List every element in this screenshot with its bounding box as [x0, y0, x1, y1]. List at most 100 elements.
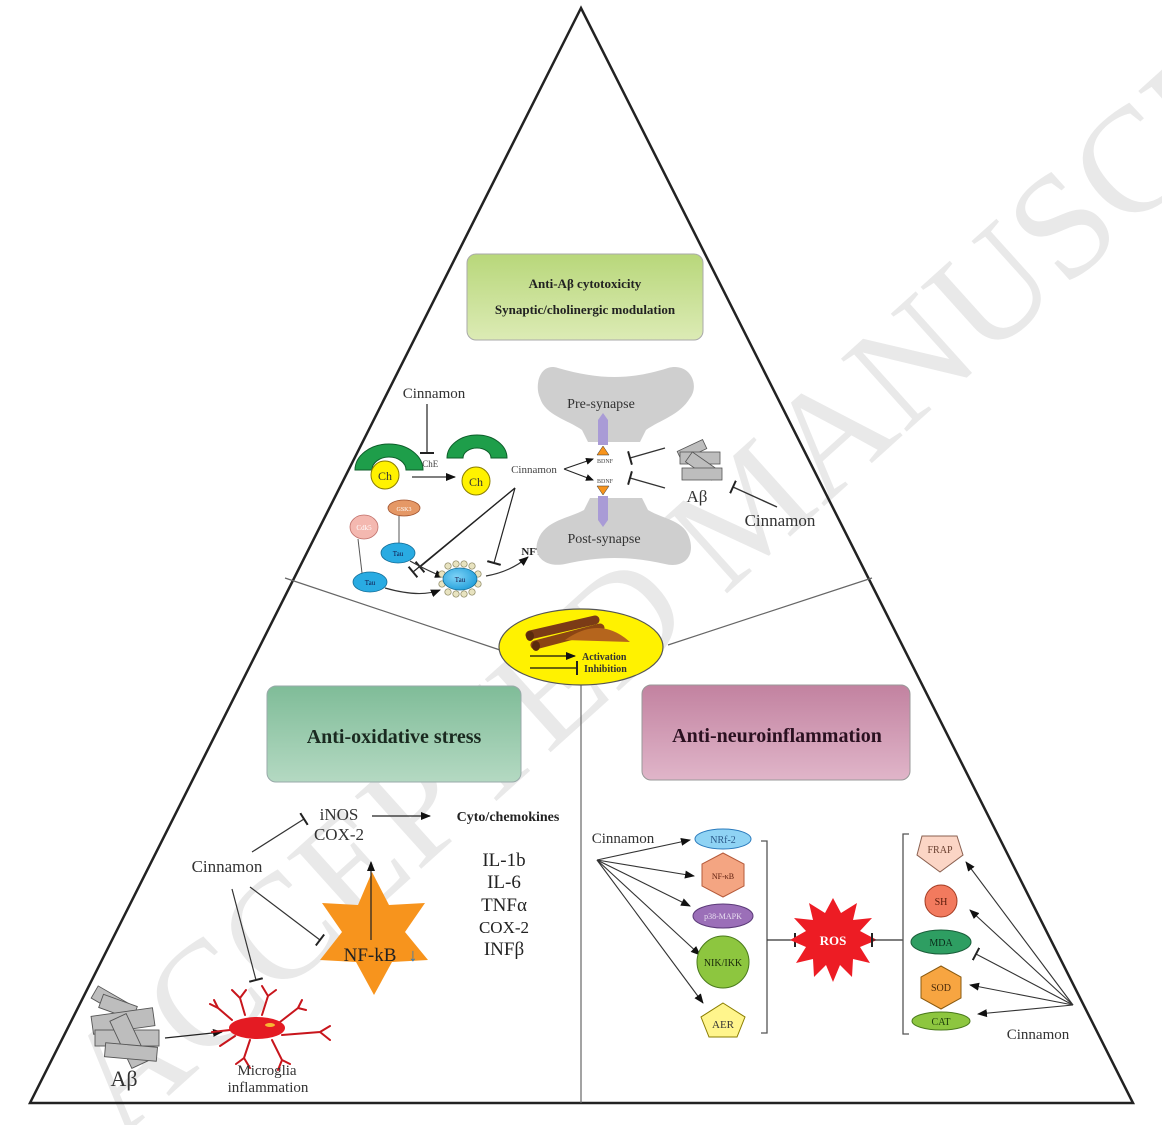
- bdnf-triangle-up: [596, 445, 610, 456]
- center-legend: Activation Inhibition: [498, 608, 664, 686]
- cinnamon-abeta-label: Cinnamon: [745, 511, 816, 530]
- marker-sod: [920, 965, 962, 1010]
- phosphorylated-tau: [438, 560, 482, 598]
- cinnamon-abeta-inhibit: [729, 480, 778, 508]
- cytokine-item: IL-1b: [482, 850, 525, 871]
- cinnamon-left-label: Cinnamon: [192, 857, 263, 876]
- center-ellipse: [498, 608, 664, 686]
- choline-bound: [370, 460, 400, 490]
- watermark-text: ACCEPTED MANUSCRIPT: [31, 0, 1162, 1125]
- right-section: Anti-neuroinflammation Cinnamon NRf-2 NF…: [592, 684, 1074, 1043]
- target-label: NRf-2: [710, 835, 736, 846]
- divider-left: [284, 577, 501, 651]
- cinnamon-center-label: Cinnamon: [511, 464, 557, 476]
- cdk5-tau-link: [357, 538, 363, 574]
- cinnamon-marker-arrows: [965, 861, 1074, 1018]
- nfkb-star: [320, 872, 428, 995]
- cinnamon-nft-inhibit: [486, 487, 516, 566]
- marker-label: SOD: [931, 983, 951, 994]
- marker-mda: [910, 929, 972, 955]
- ache-enzyme-free: [446, 434, 508, 459]
- cytokine-list: IL-1b IL-6 TNFα COX-2 INFβ: [479, 850, 529, 960]
- post-synapse-label: Post-synapse: [567, 532, 640, 547]
- legend-inhibition-label: Inhibition: [584, 664, 627, 675]
- cinnamon-target-arrows: [596, 837, 704, 1004]
- nfkb-down-arrow-icon: ↓: [409, 945, 418, 965]
- bdnf-label-2: BDNF: [597, 479, 614, 485]
- bdnf-bar-bottom: [598, 496, 608, 527]
- abeta-label-bottom: Aβ: [110, 1066, 137, 1091]
- cinnamon-microglia-inhibit: [231, 888, 264, 983]
- pre-synapse-shape: [537, 367, 694, 442]
- cdk5-node: [349, 514, 379, 540]
- right-title: Anti-neuroinflammation: [672, 725, 882, 747]
- ptau-label: Tau: [455, 576, 466, 584]
- cinnamon-bdnf-arrow-2: [563, 468, 594, 481]
- cinnamon-ache-label: Cinnamon: [403, 386, 466, 402]
- left-title-box: [266, 685, 522, 783]
- marker-label: FRAP: [927, 845, 952, 856]
- ache-label: AChE: [416, 459, 439, 469]
- marker-cat: [911, 1011, 971, 1031]
- marker-label: MDA: [929, 938, 953, 949]
- target-label: AER: [712, 1019, 735, 1031]
- target-bracket: [761, 840, 768, 1034]
- gsk3-label: GSK3: [396, 507, 411, 513]
- cox2-label: COX-2: [314, 825, 364, 844]
- microglia-label-1: Microglia: [237, 1063, 296, 1079]
- ros-label: ROS: [820, 933, 847, 948]
- cytokine-item: COX-2: [479, 918, 529, 937]
- microglia-label-2: inflammation: [228, 1080, 309, 1096]
- left-section: Anti-oxidative stress iNOS COX-2 Cyto/ch…: [90, 685, 560, 1096]
- choline-free: [461, 466, 491, 496]
- microglia-icon: [209, 985, 331, 1071]
- bdnf-triangle-down: [596, 485, 610, 496]
- marker-label: CAT: [932, 1017, 951, 1028]
- top-title-line2: Synaptic/cholinergic modulation: [495, 302, 676, 317]
- abeta-bdnf-inhibit-2: [627, 470, 666, 489]
- cinnamon-inos-inhibit: [251, 812, 309, 853]
- cinnamon-tau-inhibit-2: [407, 487, 516, 579]
- choline-label-2: Ch: [469, 475, 483, 489]
- marker-label: SH: [935, 897, 948, 908]
- cinnamon-bdnf-arrow-1: [563, 457, 594, 470]
- bdnf-label-1: BDNF: [597, 459, 614, 465]
- post-synapse-shape: [536, 498, 691, 565]
- target-nrf2: [694, 828, 752, 850]
- divider-right: [667, 577, 873, 646]
- left-title: Anti-oxidative stress: [307, 726, 482, 748]
- cytokine-item: TNFα: [481, 895, 527, 916]
- nfkb-label: NF-kB: [344, 945, 397, 966]
- marker-sh: [924, 884, 958, 918]
- tau2-phospho-arrow: [384, 587, 441, 598]
- gsk3-node: [387, 499, 421, 517]
- target-label: p38-MAPK: [704, 912, 742, 921]
- inos-label: iNOS: [320, 805, 359, 824]
- ache-enzyme-bound: [354, 443, 424, 471]
- top-section: Anti-Aβ cytotoxicity Synaptic/cholinergi…: [349, 253, 816, 598]
- cinnamon-sticks-icon: [525, 615, 630, 651]
- abeta-label-top: Aβ: [687, 487, 708, 506]
- abeta-bdnf-inhibit-1: [627, 447, 666, 466]
- tau-label-2: Tau: [365, 579, 376, 587]
- cinnamon-right-left-label: Cinnamon: [592, 831, 655, 847]
- marker-bracket: [902, 833, 909, 1035]
- target-nik: [696, 935, 750, 989]
- microglia-body: [229, 1017, 285, 1039]
- tau-node-1: [380, 542, 416, 564]
- tau-node-2: [352, 571, 388, 593]
- pre-synapse-label: Pre-synapse: [567, 397, 635, 412]
- legend-activation-label: Activation: [582, 652, 627, 663]
- watermark: ACCEPTED MANUSCRIPT: [31, 0, 1162, 1125]
- choline-label-1: Ch: [378, 469, 392, 483]
- top-title-line1: Anti-Aβ cytotoxicity: [529, 276, 642, 291]
- cytokine-item: IL-6: [487, 872, 521, 893]
- cdk5-label: Cdk5: [356, 524, 372, 532]
- cinnamon-right-label: Cinnamon: [1007, 1027, 1070, 1043]
- ros-star: [790, 898, 877, 982]
- cytokine-item: INFβ: [484, 939, 524, 960]
- target-label: NIK/IKK: [704, 958, 743, 969]
- target-aer: [700, 1002, 746, 1038]
- abeta-aggregate-top: [676, 439, 723, 481]
